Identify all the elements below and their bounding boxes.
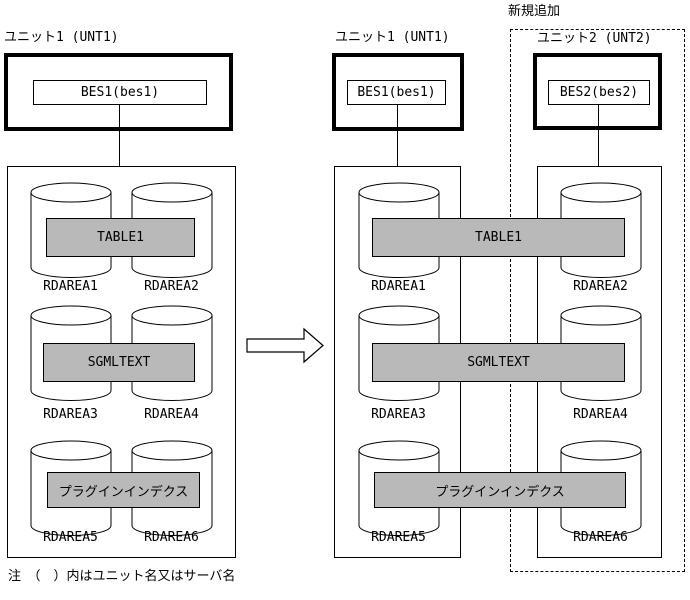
after-bes2-label: BES2(bes2) [559, 84, 639, 100]
before-connector-line [119, 104, 120, 166]
band-sgmltext: SGMLTEXT [372, 343, 625, 382]
rdarea-label: RDAREA5 [43, 530, 98, 545]
after-unit1-label: ユニット1 (UNT1) [335, 30, 450, 45]
after-bes1-label: BES1(bes1) [357, 84, 436, 100]
band-table1: TABLE1 [372, 218, 625, 257]
before-bes1-label: BES1(bes1) [80, 84, 160, 100]
rdarea-label: RDAREA6 [573, 530, 628, 545]
band-table1-label: TABLE1 [475, 230, 522, 245]
footnote: 注 （ ）内はユニット名又はサーバ名 [8, 569, 236, 584]
rdarea-label: RDAREA2 [144, 279, 199, 294]
before-unit1-label: ユニット1 (UNT1) [4, 30, 119, 45]
band-sgmltext-label: SGMLTEXT [87, 355, 151, 370]
band-plugin-index: プラグインインデクス [47, 472, 200, 508]
rdarea-label: RDAREA4 [144, 407, 199, 422]
band-sgmltext: SGMLTEXT [43, 343, 195, 382]
band-plugin-index-label: プラグインインデクス [435, 484, 565, 500]
rdarea-label: RDAREA1 [43, 279, 98, 294]
rdarea-label: RDAREA4 [573, 407, 628, 422]
new-addition-box [510, 29, 685, 572]
new-addition-label: 新規追加 [508, 4, 561, 19]
rdarea-label: RDAREA2 [573, 279, 628, 294]
before-bes1-box: BES1(bes1) [33, 80, 207, 105]
rdarea-label: RDAREA3 [43, 407, 98, 422]
after-unit2-label: ユニット2 (UNT2) [537, 31, 652, 46]
band-table1: TABLE1 [46, 218, 195, 257]
transition-arrow-icon [246, 327, 324, 364]
band-table1-label: TABLE1 [97, 230, 144, 245]
rdarea-label: RDAREA3 [371, 407, 426, 422]
after-bes1-box: BES1(bes1) [347, 80, 446, 105]
rdarea-label: RDAREA5 [371, 530, 426, 545]
band-plugin-index-label: プラグインインデクス [58, 484, 189, 500]
after-unit2-connector-line [598, 104, 599, 166]
after-unit1-connector-line [397, 104, 398, 166]
band-sgmltext-label: SGMLTEXT [467, 355, 530, 370]
rdarea-label: RDAREA1 [371, 279, 426, 294]
after-bes2-box: BES2(bes2) [548, 80, 650, 105]
band-plugin-index: プラグインインデクス [374, 472, 626, 508]
rdarea-label: RDAREA6 [144, 530, 199, 545]
